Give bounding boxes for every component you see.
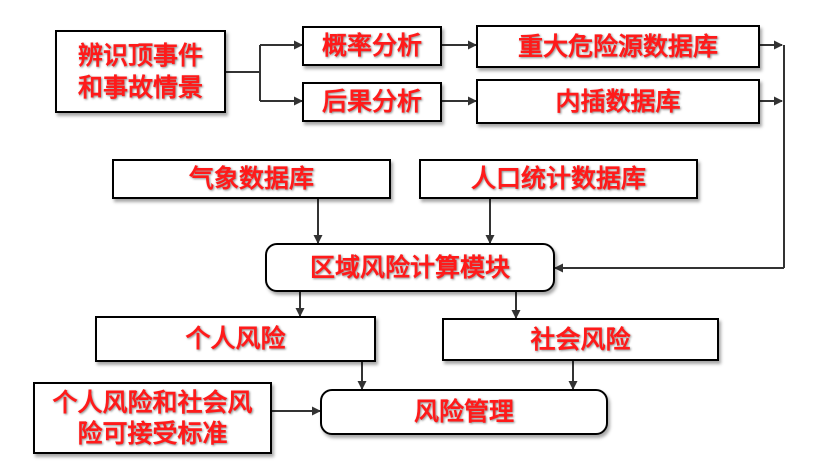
risk-management-box: 风险管理 <box>320 389 608 435</box>
social-risk-box: 社会风险 <box>442 318 719 361</box>
probability-analysis-box: 概率分析 <box>302 26 442 66</box>
population-database-box: 人口统计数据库 <box>419 159 698 199</box>
individual-risk-box: 个人风险 <box>95 316 376 362</box>
consequence-analysis-box: 后果分析 <box>302 82 442 122</box>
regional-risk-calculation-module-box: 区域风险计算模块 <box>265 243 555 292</box>
risk-acceptance-criteria-box: 个人风险和社会风 险可接受标准 <box>33 382 272 454</box>
interpolation-database-box: 内插数据库 <box>476 79 760 124</box>
weather-database-box: 气象数据库 <box>112 159 391 199</box>
identify-top-events-box: 辨识顶事件 和事故情景 <box>55 30 226 113</box>
major-hazard-database-box: 重大危险源数据库 <box>476 25 760 68</box>
